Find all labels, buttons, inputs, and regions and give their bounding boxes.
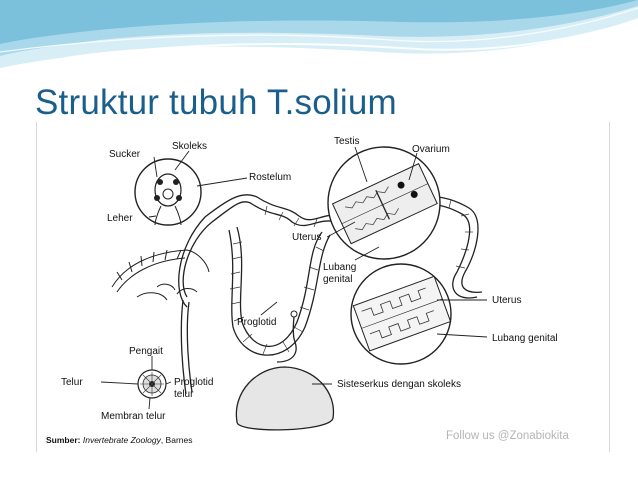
caption-source-title: Invertebrate Zoology [83, 435, 161, 445]
header-wave [0, 0, 638, 72]
host-tissue [112, 250, 209, 300]
caption-author: , Barnes [161, 435, 193, 445]
figure-caption: Sumber: Invertebrate Zoology, Barnes [46, 435, 192, 445]
caption-source-label: Sumber: [46, 435, 80, 445]
label-proglotid-telur-1: Proglotid [174, 377, 213, 388]
label-sucker: Sucker [109, 149, 141, 160]
label-proglotid-telur-2: telur [174, 389, 194, 400]
label-uterus-right: Uterus [492, 295, 521, 306]
label-lubang-genital: Lubang genital [492, 333, 558, 344]
label-rostelum: Rostelum [249, 172, 291, 183]
label-pengait: Pengait [129, 346, 163, 357]
label-testis: Testis [334, 136, 360, 147]
label-skoleks: Skoleks [172, 141, 207, 152]
scolex-closeup [135, 159, 201, 225]
mature-proglottid-closeup [328, 147, 440, 259]
tapeworm-diagram: Sucker Skoleks Rostelum Leher Testis Ova… [36, 122, 610, 452]
label-genital: genital [323, 274, 352, 285]
label-sisteserkus: Sisteserkus dengan skoleks [337, 379, 461, 390]
cysticercus-illustration [236, 311, 333, 430]
label-ovarium: Ovarium [412, 144, 450, 155]
label-uterus-top: Uterus [292, 232, 321, 243]
label-proglotid: Proglotid [237, 317, 276, 328]
gravid-proglottid-closeup [351, 264, 451, 364]
label-lubang: Lubang [323, 262, 356, 273]
slide-title: Struktur tubuh T.solium [35, 83, 397, 123]
egg-illustration [138, 370, 166, 398]
label-telur: Telur [61, 377, 83, 388]
watermark: Follow us @Zonabiokita [446, 430, 569, 442]
label-membran-telur: Membran telur [101, 411, 166, 422]
label-leher: Leher [107, 213, 133, 224]
